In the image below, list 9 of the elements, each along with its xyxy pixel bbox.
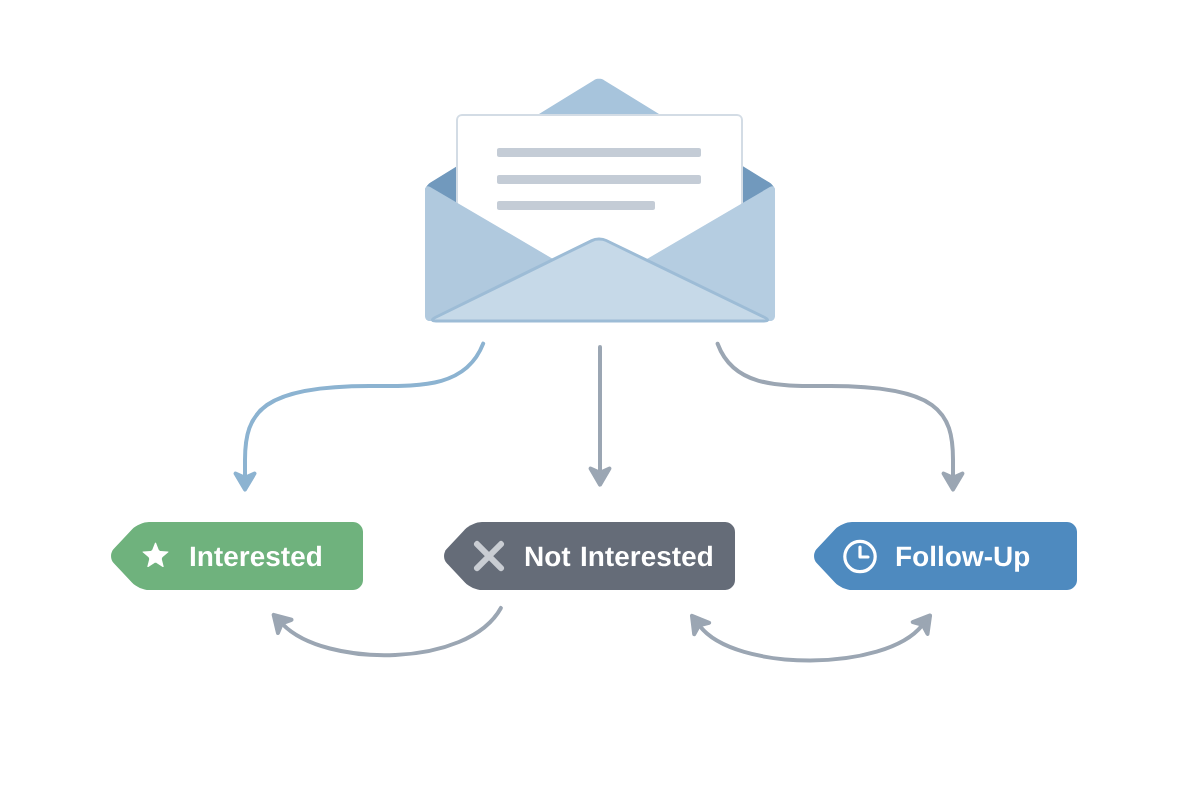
arrow xyxy=(271,605,503,657)
category-tag: Interested xyxy=(111,522,363,590)
arrow xyxy=(588,344,612,487)
category-tag: Not Interested xyxy=(444,522,735,590)
arrow xyxy=(233,341,486,492)
category-tag: Follow-Up xyxy=(814,522,1077,590)
envelope-illustration xyxy=(425,78,775,323)
double-arrow xyxy=(689,613,933,663)
arrow xyxy=(715,341,965,492)
